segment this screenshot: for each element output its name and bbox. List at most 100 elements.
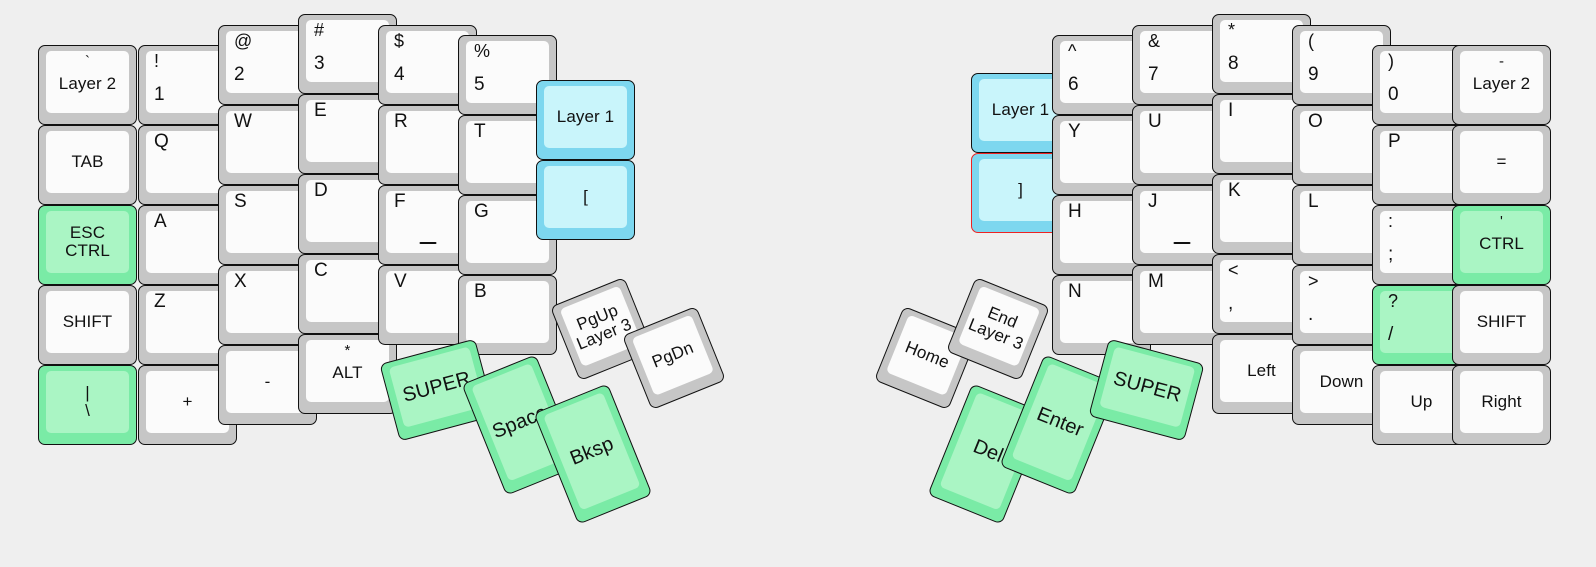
key-o-cap: O — [1300, 111, 1383, 173]
key-left-legend: Left — [1247, 361, 1276, 381]
key-1-cap: !1 — [146, 51, 229, 113]
key-g-legend: G — [474, 201, 489, 222]
key-comma-cap: <, — [1220, 260, 1303, 322]
key-grave-layer2[interactable]: `Layer 2 — [38, 45, 137, 125]
key-4-legend-bottom: 4 — [394, 63, 405, 85]
key-shift-cap: SHIFT — [46, 291, 129, 353]
key-end-layer3-legend: End Layer 3 — [965, 303, 1027, 354]
key-minus-layer2[interactable]: -Layer 2 — [1452, 45, 1551, 125]
key-7-legend-bottom: 7 — [1148, 63, 1159, 85]
key-p-legend: P — [1388, 131, 1401, 152]
key-equals[interactable]: = — [1452, 125, 1551, 205]
key-layer1-left[interactable]: Layer 1 — [536, 80, 635, 160]
key-b-legend: B — [474, 281, 487, 302]
key-layer1-left-cap: Layer 1 — [544, 86, 627, 148]
key-u-legend: U — [1148, 111, 1162, 132]
key-tab[interactable]: TAB — [38, 125, 137, 205]
key-8-legend-bottom: 8 — [1228, 52, 1239, 74]
key-j-cap: J — [1140, 191, 1223, 253]
key-asterisk-alt[interactable]: *ALT — [298, 334, 397, 414]
key-1-legend-top: ! — [154, 51, 160, 71]
key-s-cap: S — [226, 191, 309, 253]
key-tab-legend: TAB — [71, 152, 104, 172]
key-bracket-left-cap: [ — [544, 166, 627, 228]
key-semicolon-cap: :; — [1380, 211, 1463, 273]
key-up[interactable]: Up — [1372, 365, 1471, 445]
key-shift-right-legend: SHIFT — [1476, 312, 1527, 332]
key-x-cap: X — [226, 271, 309, 333]
key-pipe-backslash-legend: | \ — [85, 383, 90, 420]
key-4-legend-top: $ — [394, 31, 405, 51]
key-asterisk-alt-legend: ALT — [332, 362, 363, 382]
key-esc-ctrl-cap: ESC CTRL — [46, 211, 129, 273]
key-minus-layer2-legend-top: - — [1498, 53, 1505, 70]
key-pipe-backslash-cap: | \ — [46, 371, 129, 433]
key-bracket-left-legend: [ — [583, 187, 588, 207]
key-super-right-cap: SUPER — [1099, 346, 1196, 428]
key-e-legend: E — [314, 100, 327, 121]
key-equals-legend: = — [1496, 152, 1507, 172]
key-i-legend: I — [1228, 100, 1234, 121]
key-h-legend: H — [1068, 201, 1082, 222]
key-h-cap: H — [1060, 201, 1143, 263]
key-slash-cap: ?/ — [1380, 291, 1463, 353]
key-z-cap: Z — [146, 291, 229, 353]
key-end-layer3-cap: End Layer 3 — [957, 285, 1041, 367]
key-v-cap: V — [386, 271, 469, 333]
key-s-legend: S — [234, 191, 247, 212]
key-6-legend-top: ^ — [1068, 41, 1077, 61]
key-right[interactable]: Right — [1452, 365, 1551, 445]
key-up-legend: Up — [1410, 392, 1433, 412]
key-2-cap: @2 — [226, 31, 309, 93]
key-b[interactable]: B — [458, 275, 557, 355]
key-asterisk-alt-cap: *ALT — [306, 340, 389, 402]
key-m-legend: M — [1148, 271, 1164, 292]
key-esc-ctrl[interactable]: ESC CTRL — [38, 205, 137, 285]
key-equals-cap: = — [1460, 131, 1543, 193]
key-g-cap: G — [466, 201, 549, 263]
key-m-cap: M — [1140, 271, 1223, 333]
key-right-cap: Right — [1460, 371, 1543, 433]
key-2-legend-bottom: 2 — [234, 63, 245, 85]
key-x-legend: X — [234, 271, 247, 292]
key-plus-cap: + — [146, 371, 229, 433]
key-y-legend: Y — [1068, 121, 1081, 142]
key-shift[interactable]: SHIFT — [38, 285, 137, 365]
key-5[interactable]: %5 — [458, 35, 557, 115]
key-period-legend-top: > — [1308, 271, 1319, 291]
key-minus-legend: - — [264, 372, 271, 392]
key-enter-legend: Enter — [1033, 402, 1087, 442]
key-layer1-left-legend: Layer 1 — [556, 107, 615, 127]
key-p-cap: P — [1380, 131, 1463, 193]
key-9-legend-top: ( — [1308, 31, 1315, 51]
key-grave-layer2-legend-top: ` — [84, 53, 91, 70]
key-down-cap: Down — [1300, 351, 1383, 413]
key-comma-legend-top: < — [1228, 260, 1239, 280]
key-w-legend: W — [234, 111, 253, 132]
key-pipe-backslash[interactable]: | \ — [38, 365, 137, 445]
key-up-cap: Up — [1380, 371, 1463, 433]
key-slash-legend-top: ? — [1388, 291, 1399, 311]
key-tab-cap: TAB — [46, 131, 129, 193]
key-6-cap: ^6 — [1060, 41, 1143, 103]
key-bracket-left[interactable]: [ — [536, 160, 635, 240]
key-minus-cap: - — [226, 351, 309, 413]
key-8-legend-top: * — [1228, 20, 1236, 40]
key-pgdn-cap: PgDn — [631, 314, 715, 396]
key-down-legend: Down — [1319, 372, 1364, 392]
key-layer1-right-legend: Layer 1 — [991, 100, 1050, 120]
key-shift-right-cap: SHIFT — [1460, 291, 1543, 353]
key-t-cap: T — [466, 121, 549, 183]
key-quote-ctrl[interactable]: 'CTRL — [1452, 205, 1551, 285]
key-minus-layer2-cap: -Layer 2 — [1460, 51, 1543, 113]
key-e-cap: E — [306, 100, 389, 162]
key-quote-ctrl-cap: 'CTRL — [1460, 211, 1543, 273]
key-shift-right[interactable]: SHIFT — [1452, 285, 1551, 365]
key-period-legend-bottom: . — [1308, 303, 1314, 325]
key-3-cap: #3 — [306, 20, 389, 82]
